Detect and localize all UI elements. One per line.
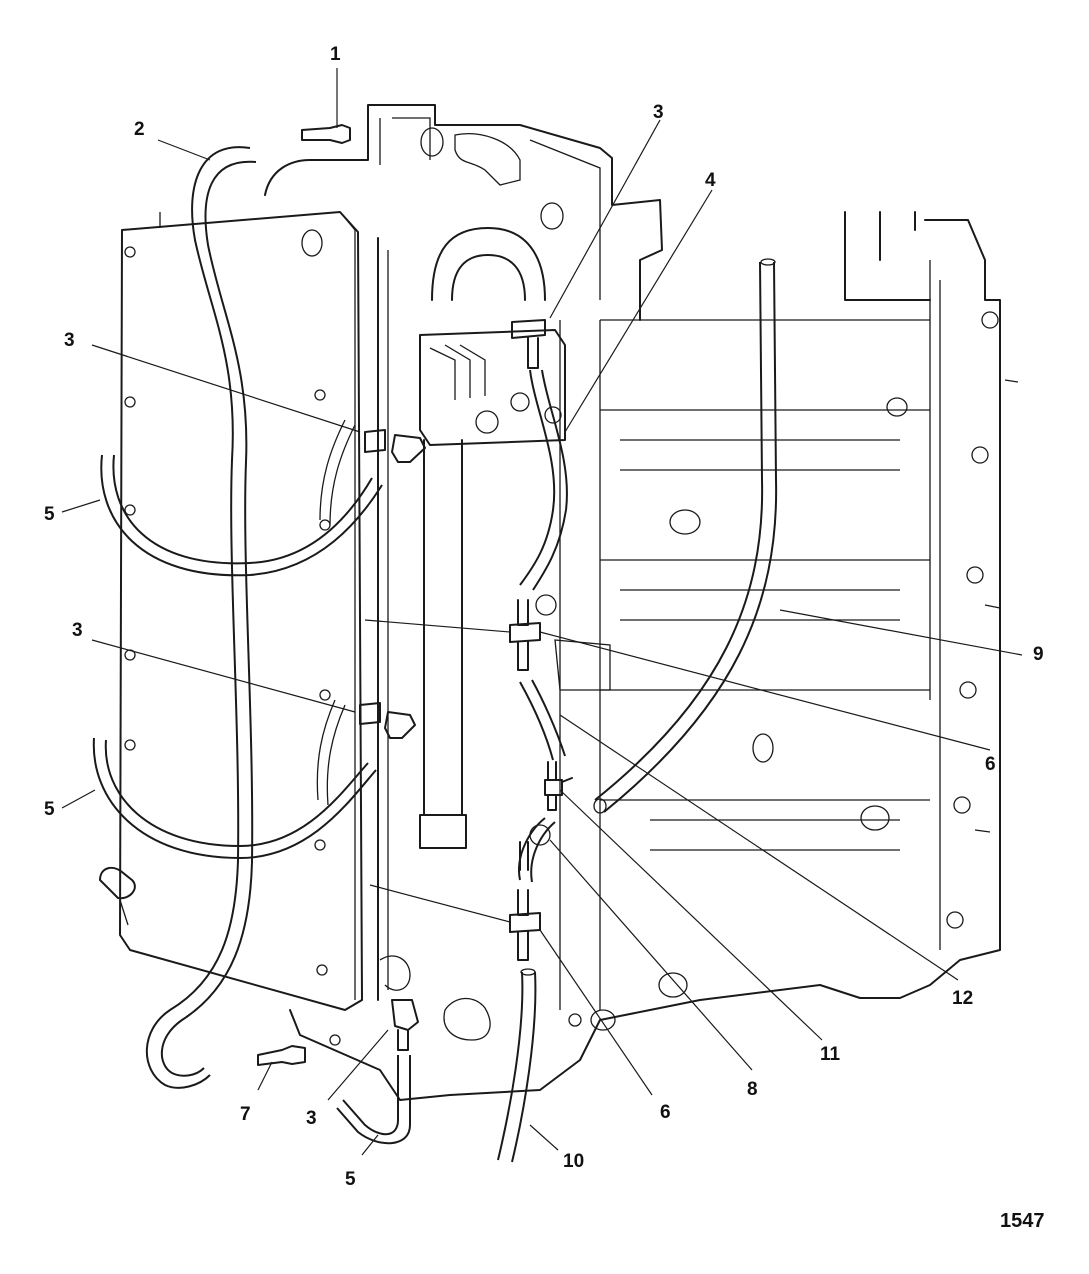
callout-3: 3 (72, 620, 83, 641)
callout-11: 11 (820, 1044, 841, 1065)
callout-5: 5 (345, 1169, 356, 1190)
callout-4: 4 (705, 170, 716, 191)
callout-6: 6 (985, 754, 996, 775)
callout-2: 2 (134, 119, 145, 140)
callout-6: 6 (660, 1102, 671, 1123)
callout-1: 1 (330, 44, 341, 65)
callouts: 1 2 3 3 3 3 4 5 5 5 6 6 7 8 9 10 11 12 (44, 44, 1044, 1190)
callout-8: 8 (747, 1079, 758, 1100)
hoses (92, 146, 778, 1163)
callout-12: 12 (952, 988, 973, 1009)
callout-10: 10 (563, 1151, 584, 1172)
callout-3: 3 (64, 330, 75, 351)
callout-3: 3 (306, 1108, 317, 1129)
callout-3: 3 (653, 102, 664, 123)
callout-9: 9 (1033, 644, 1044, 665)
leader-lines (61, 68, 1023, 1156)
figure-number: 1547 (1000, 1210, 1045, 1232)
engine-block-drawing (99, 104, 1019, 1101)
callout-7: 7 (240, 1104, 251, 1125)
callout-5: 5 (44, 799, 55, 820)
callout-5: 5 (44, 504, 55, 525)
